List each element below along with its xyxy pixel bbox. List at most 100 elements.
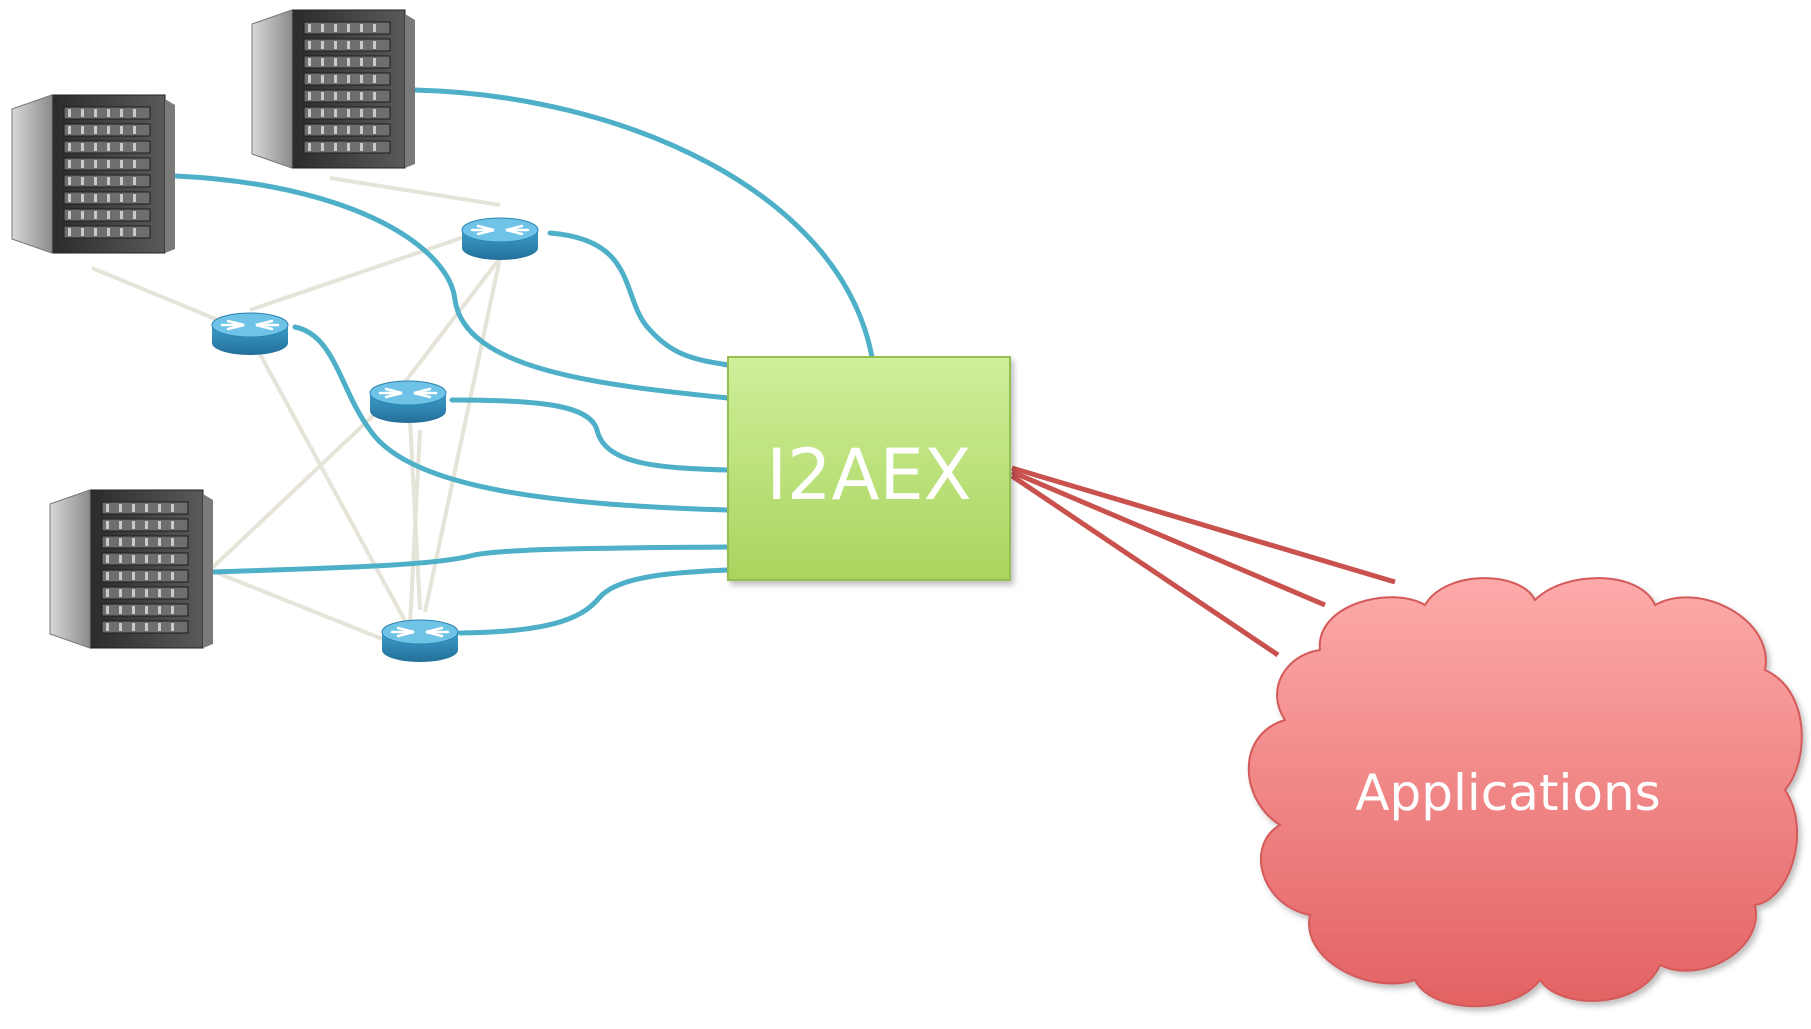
server-blade-led <box>373 126 376 134</box>
server-door <box>49 489 91 649</box>
server-blade-led <box>81 143 84 151</box>
server-blade-led <box>81 194 84 202</box>
server-blade-led <box>132 589 135 597</box>
server-blade-led <box>321 75 324 83</box>
server-blade-led <box>145 589 148 597</box>
server-blade-led <box>81 177 84 185</box>
server-rack-icon[interactable] <box>251 9 415 169</box>
server-blade-led <box>158 623 161 631</box>
router-icon[interactable] <box>461 217 539 260</box>
router-arrow <box>255 319 274 331</box>
server-blade-led <box>132 521 135 529</box>
applications-cloud[interactable]: Applications <box>1247 577 1803 1008</box>
mesh-link <box>393 256 502 397</box>
router-icon[interactable] <box>211 312 289 355</box>
router-icon[interactable] <box>369 380 447 423</box>
server-blade-led <box>334 126 337 134</box>
i2aex-hub-label: I2AEX <box>766 434 971 516</box>
servers <box>11 9 415 649</box>
hub-link <box>209 544 731 575</box>
server-blade-led <box>120 143 123 151</box>
server-blade-led <box>373 58 376 66</box>
server-blade-led <box>120 126 123 134</box>
server-blade-led <box>334 143 337 151</box>
server-blade-led <box>119 521 122 529</box>
hub-link <box>547 230 731 368</box>
router-icon[interactable] <box>381 619 459 662</box>
server-blade-led <box>81 160 84 168</box>
server-blade-led <box>171 504 174 512</box>
server-blade-led <box>119 623 122 631</box>
mesh-link <box>91 266 219 322</box>
server-blade-led <box>81 126 84 134</box>
server-blade-led <box>106 555 109 563</box>
server-blade-led <box>145 606 148 614</box>
server-blade-led <box>68 126 71 134</box>
server-blade-led <box>334 58 337 66</box>
server-blade-led <box>360 75 363 83</box>
server-blade-led <box>107 109 110 117</box>
server-blade-led <box>132 504 135 512</box>
server-rack-icon[interactable] <box>11 94 175 254</box>
router-arrow <box>505 224 524 236</box>
server-blade-led <box>94 194 97 202</box>
mesh-link <box>329 176 501 207</box>
server-blade-led <box>334 109 337 117</box>
server-blade-led <box>171 538 174 546</box>
server-blade-led <box>158 555 161 563</box>
server-blade-led <box>347 41 350 49</box>
server-blade-led <box>119 504 122 512</box>
server-blade-led <box>145 521 148 529</box>
server-blade-led <box>373 75 376 83</box>
server-blade-led <box>106 521 109 529</box>
server-door <box>251 9 293 169</box>
server-blade-led <box>132 623 135 631</box>
server-blade-led <box>107 126 110 134</box>
i2aex-hub-box[interactable] <box>727 356 1011 581</box>
i2aex-hub[interactable]: I2AEX <box>727 356 1011 581</box>
applications-cloud-label: Applications <box>1355 764 1660 822</box>
server-blade-led <box>120 194 123 202</box>
server-blade-led <box>68 177 71 185</box>
server-blade-led <box>308 126 311 134</box>
applications-cloud-shape[interactable] <box>1247 577 1803 1008</box>
mesh-link <box>209 568 386 642</box>
server-blade-led <box>106 538 109 546</box>
server-blade-led <box>119 606 122 614</box>
server-blade-led <box>360 92 363 100</box>
server-blade-led <box>347 24 350 32</box>
server-side <box>203 494 213 648</box>
mesh-links <box>91 176 502 642</box>
server-blade-led <box>132 538 135 546</box>
server-blade-led <box>360 24 363 32</box>
server-blade-led <box>321 41 324 49</box>
server-rack-icon[interactable] <box>49 489 213 649</box>
router-arrow <box>476 224 495 236</box>
server-blade-led <box>107 177 110 185</box>
server-blade-led <box>133 194 136 202</box>
mesh-link <box>423 257 502 613</box>
hub-link <box>173 173 731 401</box>
server-blade-led <box>360 126 363 134</box>
server-blade-led <box>171 606 174 614</box>
server-blade-led <box>68 228 71 236</box>
server-blade-led <box>347 92 350 100</box>
server-blade-led <box>334 41 337 49</box>
server-blade-led <box>68 109 71 117</box>
server-blade-led <box>145 572 148 580</box>
server-blade-led <box>145 538 148 546</box>
server-blade-led <box>373 24 376 32</box>
server-blade-led <box>94 109 97 117</box>
server-blade-led <box>334 92 337 100</box>
server-blade-led <box>119 589 122 597</box>
server-blade-led <box>119 555 122 563</box>
server-blade-led <box>308 75 311 83</box>
server-blade-led <box>106 572 109 580</box>
server-door <box>11 94 53 254</box>
hub-link <box>412 87 875 360</box>
server-blade-led <box>107 143 110 151</box>
router-top <box>461 217 539 243</box>
server-blade-led <box>321 143 324 151</box>
server-blade-led <box>321 92 324 100</box>
